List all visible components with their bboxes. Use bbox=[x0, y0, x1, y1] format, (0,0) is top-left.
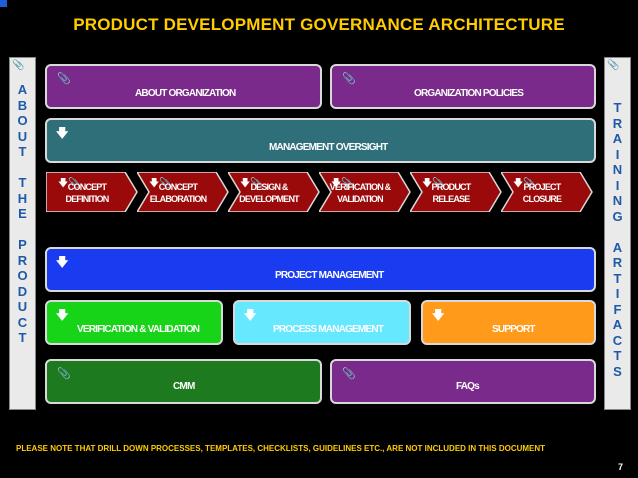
down-arrow-paperclip-icons: 🡇📎 bbox=[513, 178, 536, 189]
page-title: PRODUCT DEVELOPMENT GOVERNANCE ARCHITECT… bbox=[73, 15, 565, 34]
paperclip-icon: 📎 bbox=[57, 368, 71, 380]
about-the-product-letter: H bbox=[17, 190, 28, 206]
training-artifacts-letter: R bbox=[612, 115, 623, 131]
training-artifacts-letter: I bbox=[615, 286, 620, 301]
faqs-box[interactable]: 📎 FAQs bbox=[330, 359, 596, 404]
about-organization-box[interactable]: 📎 ABOUT ORGANIZATION bbox=[45, 64, 322, 109]
about-the-product-letter: U bbox=[17, 128, 28, 144]
phase-concept-elaboration[interactable]: 🡇📎CONCEPT ELABORATION bbox=[137, 172, 229, 212]
support-label: SUPPORT bbox=[492, 324, 536, 335]
training-artifacts-letter: A bbox=[612, 239, 623, 255]
phase-label: VERIFICATION & VALIDATION bbox=[329, 182, 391, 204]
phase-label: CONCEPT DEFINITION bbox=[65, 182, 110, 204]
down-arrow-icon: 🡇 bbox=[432, 308, 445, 322]
down-arrow-paperclip-icons: 🡇📎 bbox=[331, 178, 354, 189]
about-the-product-letter: C bbox=[17, 314, 28, 330]
phase-label: PROJECT CLOSURE bbox=[522, 182, 562, 204]
training-artifacts-letter bbox=[616, 224, 620, 240]
training-artifacts-letter: R bbox=[612, 255, 623, 270]
phase-label: DESIGN & DEVELOPMENT bbox=[239, 182, 300, 204]
down-arrow-paperclip-icons: 🡇📎 bbox=[422, 178, 445, 189]
paperclip-icon: 📎 bbox=[342, 368, 356, 380]
phase-chevron-shape bbox=[46, 172, 138, 212]
about-the-product-letter: T bbox=[18, 330, 27, 345]
disclaimer-note: PLEASE NOTE THAT DRILL DOWN PROCESSES, T… bbox=[16, 444, 546, 453]
down-arrow-paperclip-icons: 🡇📎 bbox=[149, 178, 172, 189]
training-artifacts-letter: F bbox=[613, 301, 622, 317]
training-artifacts-letter: T bbox=[613, 348, 622, 363]
down-arrow-icon: 🡇 bbox=[244, 308, 257, 322]
about-the-product-letter bbox=[21, 160, 25, 176]
verification-validation-box[interactable]: 🡇 VERIFICATION & VALIDATION bbox=[45, 300, 223, 345]
about-the-product-letter: O bbox=[17, 268, 28, 283]
down-arrow-icon: 🡇 bbox=[56, 255, 69, 269]
verification-validation-label: VERIFICATION & VALIDATION bbox=[77, 324, 200, 335]
training-artifacts-letter: C bbox=[612, 332, 623, 348]
phase-design-development[interactable]: 🡇📎DESIGN & DEVELOPMENT bbox=[228, 172, 320, 212]
phase-chevron-shape bbox=[228, 172, 320, 212]
cmm-box[interactable]: 📎 CMM bbox=[45, 359, 322, 404]
phase-chevron-shape bbox=[501, 172, 593, 212]
down-arrow-icon: 🡇 bbox=[56, 308, 69, 322]
training-artifacts-letter: I bbox=[615, 146, 620, 162]
training-artifacts-letter: A bbox=[612, 317, 623, 332]
project-management-box[interactable]: 🡇 PROJECT MANAGEMENT bbox=[45, 247, 596, 292]
training-artifacts-letter: A bbox=[612, 131, 623, 146]
about-the-product-letter: T bbox=[18, 175, 27, 190]
training-artifacts-letter: G bbox=[612, 208, 623, 224]
phase-product-release[interactable]: 🡇📎PRODUCT RELEASE bbox=[410, 172, 502, 212]
about-the-product-letter: B bbox=[17, 97, 28, 113]
faqs-label: FAQs bbox=[456, 381, 480, 392]
support-box[interactable]: 🡇 SUPPORT bbox=[421, 300, 596, 345]
about-the-product-letter: E bbox=[18, 206, 27, 221]
phase-chevron-shape bbox=[319, 172, 411, 212]
process-management-box[interactable]: 🡇 PROCESS MANAGEMENT bbox=[233, 300, 411, 345]
management-oversight-box[interactable]: 🡇 MANAGEMENT OVERSIGHT bbox=[45, 118, 596, 163]
process-management-label: PROCESS MANAGEMENT bbox=[273, 324, 384, 335]
paperclip-icon: 📎 bbox=[607, 60, 620, 71]
paperclip-icon: 📎 bbox=[12, 60, 25, 71]
page-number: 7 bbox=[618, 462, 624, 472]
training-artifacts-letter: T bbox=[613, 100, 622, 115]
training-artifacts-letter: N bbox=[612, 162, 623, 177]
management-oversight-label: MANAGEMENT OVERSIGHT bbox=[269, 142, 388, 153]
about-the-product-letter: A bbox=[17, 82, 28, 97]
about-organization-label: ABOUT ORGANIZATION bbox=[135, 88, 236, 99]
training-artifacts-letter: S bbox=[613, 363, 622, 379]
training-artifacts-letter: I bbox=[615, 177, 620, 193]
about-the-product-letter: D bbox=[17, 283, 28, 299]
phase-chevron-shape bbox=[410, 172, 502, 212]
project-management-label: PROJECT MANAGEMENT bbox=[275, 270, 384, 281]
paperclip-icon: 📎 bbox=[342, 73, 356, 85]
phase-project-closure[interactable]: 🡇📎PROJECT CLOSURE bbox=[501, 172, 593, 212]
cmm-label: CMM bbox=[173, 381, 195, 392]
about-the-product-letter: P bbox=[18, 237, 27, 252]
phase-label: CONCEPT ELABORATION bbox=[149, 182, 207, 204]
training-artifacts-letter: T bbox=[613, 270, 622, 286]
paperclip-icon: 📎 bbox=[57, 73, 71, 85]
phase-label: PRODUCT RELEASE bbox=[431, 182, 472, 204]
organization-policies-box[interactable]: 📎 ORGANIZATION POLICIES bbox=[330, 64, 596, 109]
phase-concept-definition[interactable]: 🡇📎CONCEPT DEFINITION bbox=[46, 172, 138, 212]
about-the-product-letter: T bbox=[18, 144, 27, 159]
about-the-product-letter: R bbox=[17, 252, 28, 268]
phase-verification-validation-phase[interactable]: 🡇📎VERIFICATION & VALIDATION bbox=[319, 172, 411, 212]
down-arrow-paperclip-icons: 🡇📎 bbox=[240, 178, 263, 189]
organization-policies-label: ORGANIZATION POLICIES bbox=[414, 88, 524, 99]
about-the-product-letter: U bbox=[17, 299, 28, 314]
phase-chevron-shape bbox=[137, 172, 229, 212]
corner-marker bbox=[0, 0, 7, 7]
down-arrow-icon: 🡇 bbox=[56, 126, 69, 140]
down-arrow-paperclip-icons: 🡇📎 bbox=[58, 178, 81, 189]
training-artifacts-letter: N bbox=[612, 193, 623, 208]
about-the-product-letter: O bbox=[17, 113, 28, 128]
about-the-product-letter bbox=[21, 222, 25, 238]
